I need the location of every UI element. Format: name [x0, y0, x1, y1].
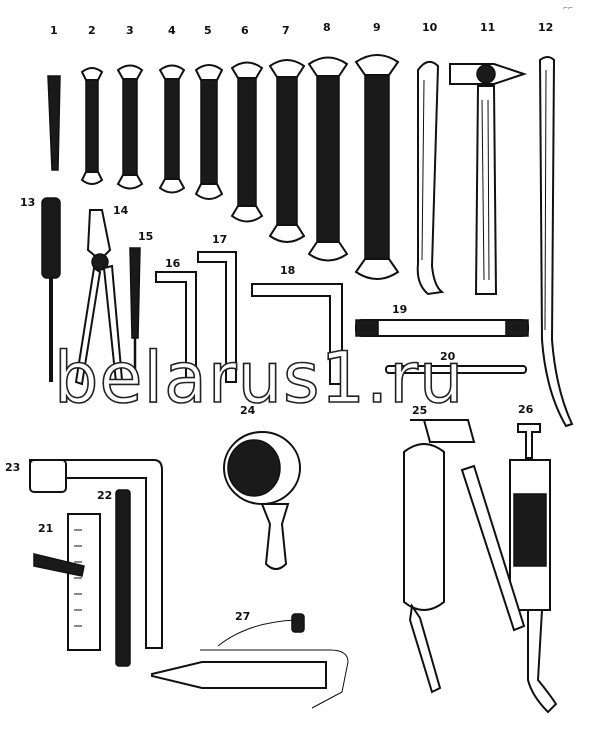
label-15: 15 — [138, 230, 153, 243]
label-20: 20 — [440, 350, 456, 363]
wrench-6 — [230, 61, 264, 223]
wrench-8 — [307, 56, 349, 262]
socket-wrench-16 — [155, 271, 197, 383]
filter-wrench-24 — [223, 431, 301, 570]
label-21: 21 — [38, 522, 53, 535]
label-23: 23 — [5, 461, 20, 474]
label-4: 4 — [168, 24, 176, 37]
inspection-lamp-27 — [151, 613, 349, 709]
label-19: 19 — [392, 303, 407, 316]
punch-15 — [129, 247, 141, 380]
label-25: 25 — [412, 404, 427, 417]
label-17: 17 — [212, 233, 227, 246]
rod-22 — [115, 489, 131, 667]
label-24: 24 — [240, 404, 256, 417]
wrench-3 — [116, 64, 144, 190]
wrench-5 — [194, 64, 224, 200]
label-16: 16 — [165, 257, 181, 270]
grease-gun-26 — [460, 423, 558, 714]
label-12: 12 — [538, 21, 553, 34]
label-22: 22 — [97, 489, 112, 502]
socket-wrench-18 — [251, 283, 343, 385]
corner-mark: ⌐⌐ — [563, 5, 573, 12]
label-18: 18 — [280, 264, 295, 277]
feeler-gauge-21 — [33, 513, 101, 651]
label-10: 10 — [422, 21, 438, 34]
wrench-4 — [158, 64, 186, 194]
label-2: 2 — [88, 24, 96, 37]
socket-wrench-17 — [197, 251, 237, 383]
wrench-2 — [80, 67, 104, 185]
tyre-lever-10 — [416, 60, 445, 296]
grease-gun-25 — [403, 419, 476, 694]
pry-bar-12 — [538, 56, 574, 428]
wrench-7 — [268, 59, 306, 243]
label-8: 8 — [323, 21, 331, 34]
wrench-9 — [354, 54, 400, 280]
label-13: 13 — [20, 196, 35, 209]
label-3: 3 — [126, 24, 134, 37]
label-14: 14 — [113, 204, 129, 217]
tommy-bar-20 — [385, 365, 527, 374]
socket-wrench-23 — [29, 459, 163, 649]
tool-drift-1 — [47, 75, 61, 171]
watermark: belarus1.ru — [54, 337, 464, 419]
pliers-14 — [74, 209, 124, 386]
label-6: 6 — [241, 24, 249, 37]
label-1: 1 — [50, 24, 58, 37]
hammer-11 — [449, 63, 528, 295]
label-11: 11 — [480, 21, 495, 34]
tube-wrench-19 — [355, 319, 529, 337]
label-26: 26 — [518, 403, 534, 416]
label-27: 27 — [235, 610, 250, 623]
label-5: 5 — [204, 24, 212, 37]
screwdriver-13 — [41, 197, 61, 382]
label-9: 9 — [373, 21, 381, 34]
label-7: 7 — [282, 24, 290, 37]
